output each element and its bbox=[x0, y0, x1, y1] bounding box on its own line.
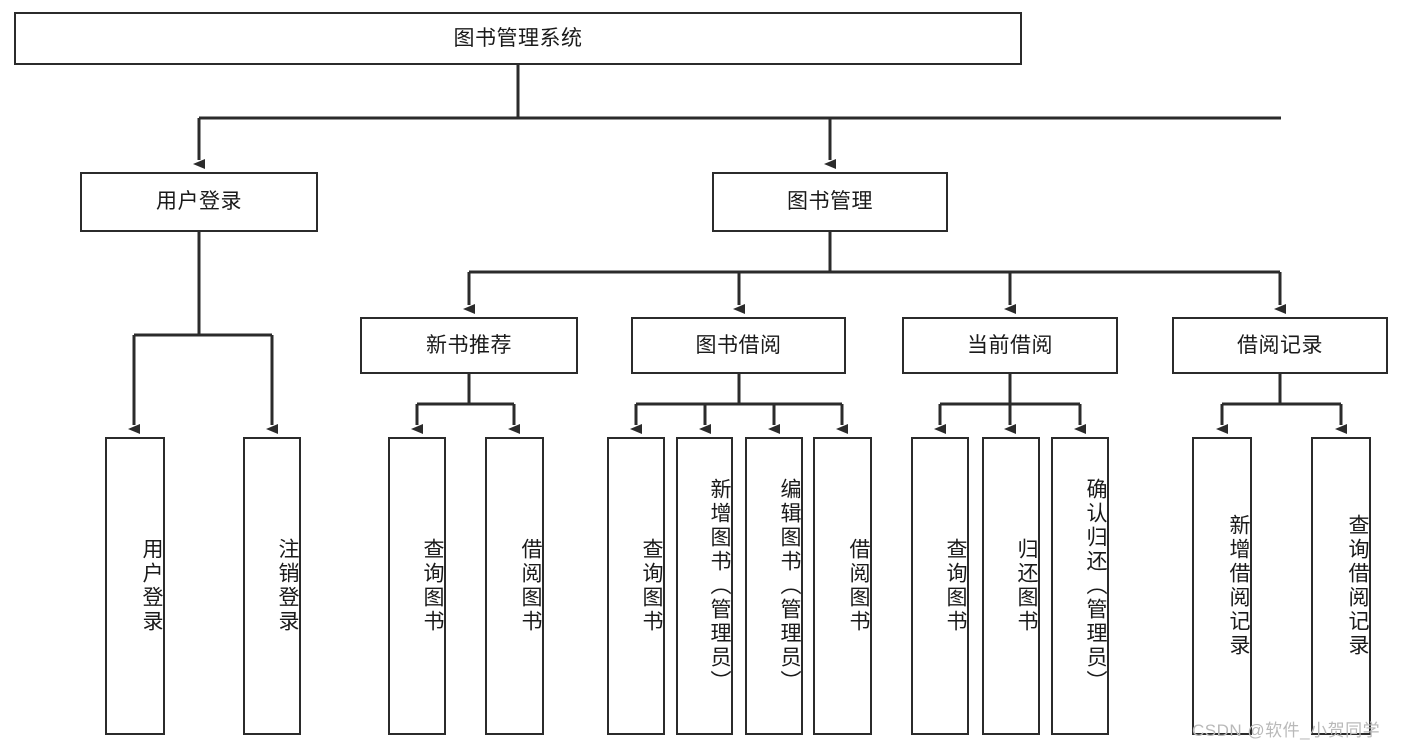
leaf-borrow-book[interactable]: 借阅图书 bbox=[813, 437, 872, 735]
leaf-label: 查询借阅记录 bbox=[1346, 514, 1369, 658]
leaf-edit-book-admin[interactable]: 编辑图书（管理员） bbox=[745, 437, 803, 735]
leaf-label: 查询图书 bbox=[944, 538, 967, 634]
leaf-add-borrow-record[interactable]: 新增借阅记录 bbox=[1192, 437, 1252, 735]
leaf-label: 注销登录 bbox=[276, 538, 299, 634]
leaf-borrow-book-recommend[interactable]: 借阅图书 bbox=[485, 437, 544, 735]
leaf-label: 新增借阅记录 bbox=[1227, 514, 1250, 658]
leaf-query-book-current[interactable]: 查询图书 bbox=[911, 437, 969, 735]
node-root-system[interactable]: 图书管理系统 bbox=[14, 12, 1022, 65]
leaf-query-book-recommend[interactable]: 查询图书 bbox=[388, 437, 446, 735]
node-new-book-recommend[interactable]: 新书推荐 bbox=[360, 317, 578, 374]
node-book-management[interactable]: 图书管理 bbox=[712, 172, 948, 232]
leaf-user-login[interactable]: 用户登录 bbox=[105, 437, 165, 735]
leaf-logout[interactable]: 注销登录 bbox=[243, 437, 301, 735]
leaf-label: 查询图书 bbox=[640, 538, 663, 634]
leaf-return-book[interactable]: 归还图书 bbox=[982, 437, 1040, 735]
leaf-confirm-return-admin[interactable]: 确认归还（管理员） bbox=[1051, 437, 1109, 735]
node-current-borrow[interactable]: 当前借阅 bbox=[902, 317, 1118, 374]
csdn-watermark: CSDN @软件_小贺同学 bbox=[1192, 721, 1381, 740]
leaf-query-borrow-record[interactable]: 查询借阅记录 bbox=[1311, 437, 1371, 735]
leaf-query-book-borrow[interactable]: 查询图书 bbox=[607, 437, 665, 735]
leaf-label: 新增图书（管理员） bbox=[708, 478, 731, 694]
leaf-label: 查询图书 bbox=[421, 538, 444, 634]
leaf-label: 编辑图书（管理员） bbox=[778, 478, 801, 694]
node-user-login[interactable]: 用户登录 bbox=[80, 172, 318, 232]
leaf-label: 借阅图书 bbox=[847, 538, 870, 634]
node-borrow-record[interactable]: 借阅记录 bbox=[1172, 317, 1388, 374]
leaf-label: 借阅图书 bbox=[519, 538, 542, 634]
node-book-borrow[interactable]: 图书借阅 bbox=[631, 317, 846, 374]
leaf-label: 归还图书 bbox=[1015, 538, 1038, 634]
leaf-label: 用户登录 bbox=[140, 538, 163, 634]
leaf-add-book-admin[interactable]: 新增图书（管理员） bbox=[676, 437, 733, 735]
leaf-label: 确认归还（管理员） bbox=[1084, 478, 1107, 694]
